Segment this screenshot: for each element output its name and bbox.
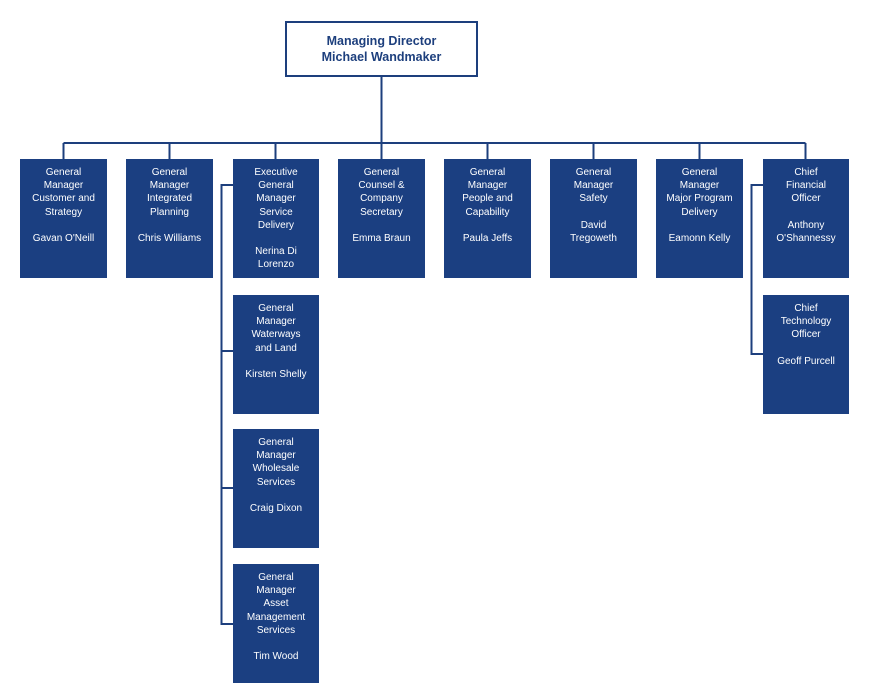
position-box-asset-management: General Manager Asset Management Service…	[233, 564, 319, 683]
position-box-people-capability: General Manager People and Capability Pa…	[444, 159, 531, 278]
position-box-safety: General Manager Safety David Tregoweth	[550, 159, 637, 278]
position-name: Paula Jeffs	[462, 232, 513, 244]
connector-cfo-spine	[750, 184, 763, 355]
position-role: General Manager Safety	[573, 167, 614, 205]
position-name: Geoff Purcell	[777, 355, 835, 367]
position-role: General Manager Integrated Planning	[146, 167, 193, 218]
position-box-waterways-land: General Manager Waterways and Land Kirst…	[233, 295, 319, 414]
position-role: Chief Financial Officer	[785, 167, 827, 205]
position-box-wholesale: General Manager Wholesale Services Craig…	[233, 429, 319, 548]
position-role: Executive General Manager Service Delive…	[254, 167, 298, 231]
position-name: Emma Braun	[352, 232, 411, 244]
managing-director-title: Managing Director	[326, 34, 437, 48]
position-role: General Counsel & Company Secretary	[358, 167, 405, 218]
connector-service-delivery-spine	[220, 184, 233, 625]
position-role: Chief Technology Officer	[780, 303, 832, 341]
position-role: General Manager Customer and Strategy	[32, 167, 95, 218]
position-name: Craig Dixon	[249, 502, 303, 514]
position-role: General Manager Major Program Delivery	[666, 167, 733, 218]
position-box-service-delivery: Executive General Manager Service Delive…	[233, 159, 319, 278]
position-box-customer-strategy: General Manager Customer and Strategy Ga…	[20, 159, 107, 278]
position-role: General Manager Waterways and Land	[251, 303, 301, 354]
position-name: Chris Williams	[137, 232, 202, 244]
position-box-integrated-planning: General Manager Integrated Planning Chri…	[126, 159, 213, 278]
position-box-cto: Chief Technology Officer Geoff Purcell	[763, 295, 849, 414]
managing-director-box: Managing Director Michael Wandmaker	[285, 21, 478, 77]
managing-director-name: Michael Wandmaker	[321, 50, 442, 64]
position-role: General Manager Wholesale Services	[252, 437, 300, 488]
position-name: Eamonn Kelly	[668, 232, 731, 244]
position-name: Kirsten Shelly	[245, 368, 307, 380]
position-name: Nerina Di Lorenzo	[255, 246, 297, 271]
position-box-general-counsel: General Counsel & Company Secretary Emma…	[338, 159, 425, 278]
position-name: Tim Wood	[253, 651, 299, 663]
position-box-cfo: Chief Financial Officer Anthony O'Shanne…	[763, 159, 849, 278]
position-role: General Manager Asset Management Service…	[246, 572, 306, 636]
position-role: General Manager People and Capability	[462, 167, 513, 218]
position-name: Gavan O'Neill	[32, 232, 95, 244]
position-name: Anthony O'Shannessy	[776, 219, 836, 244]
position-box-major-program: General Manager Major Program Delivery E…	[656, 159, 743, 278]
position-name: David Tregoweth	[570, 219, 617, 244]
